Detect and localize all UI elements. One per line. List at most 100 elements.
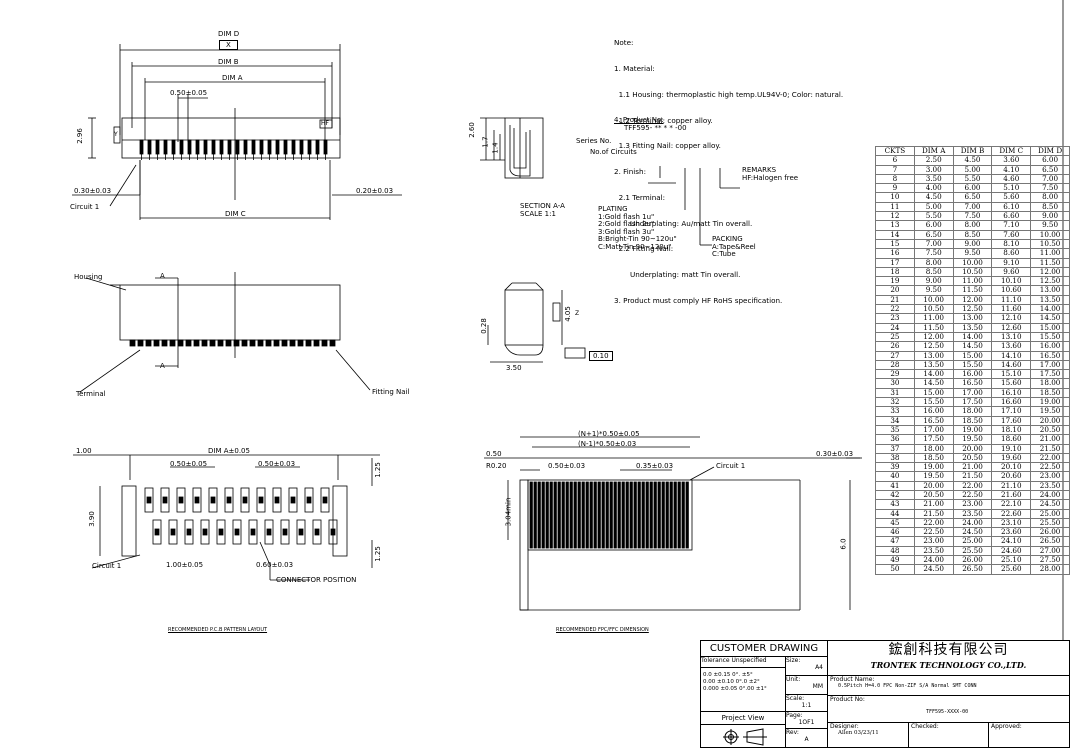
- note-line: 1. Material:: [614, 63, 655, 73]
- terminal-pin: [243, 139, 248, 155]
- approved-cell: Approved:: [988, 722, 1070, 748]
- table-cell: 14.50: [913, 378, 954, 389]
- pcb-caption: RECOMMENDED P.C.B PATTERN LAYOUT: [168, 627, 268, 633]
- terminal-label: Terminal: [76, 390, 106, 398]
- table-cell: 5.60: [991, 192, 1032, 203]
- plating-line: B:Bright-Tin 90~120u": [598, 235, 677, 244]
- packing-line: A:Tape&Reel: [712, 242, 756, 251]
- terminal-pin: [211, 139, 216, 155]
- side-pin: [329, 339, 336, 347]
- table-cell: 9.50: [913, 285, 954, 296]
- z-box: Z: [575, 310, 580, 317]
- dim-c-label: DIM C: [225, 210, 246, 218]
- table-cell: 11.00: [913, 313, 954, 324]
- hf-mark: HF: [321, 120, 329, 127]
- size-value: A4: [815, 664, 823, 671]
- pcb-pad-dot: [314, 528, 320, 536]
- scale-label: Scale:: [786, 695, 805, 702]
- sec-260-label: 2.60: [467, 122, 476, 138]
- y-box: Y: [114, 131, 118, 138]
- pcb-pad-dot: [218, 528, 224, 536]
- fpc-finger: [641, 481, 645, 549]
- dim-d-label: DIM D: [218, 30, 240, 38]
- table-cell: 13.00: [952, 313, 993, 324]
- table-cell: 23.50: [952, 508, 993, 519]
- plating-block: PLATING 1:Gold flash 1u" 2:Gold flash 2u…: [598, 205, 677, 252]
- fpc-finger: [605, 481, 609, 549]
- customer-drawing-label: CUSTOMER DRAWING: [700, 640, 828, 657]
- size-label: Size:: [786, 657, 801, 664]
- product-no-cell: Product No: TFF595-XXXX-00: [827, 695, 1070, 723]
- product-no-label: Product No:: [830, 696, 865, 703]
- table-cell: 6: [875, 155, 915, 166]
- table-cell: 15.00: [952, 350, 993, 361]
- table-cell: 6.00: [913, 220, 954, 231]
- flat-010-label: 0.10: [589, 351, 613, 361]
- fpc-finger: [653, 481, 657, 549]
- pcb-pad-bottom: [200, 519, 210, 545]
- pcb-pad-dot: [170, 528, 176, 536]
- table-cell: 44: [875, 508, 915, 519]
- table-cell: 19.50: [1030, 406, 1070, 417]
- pitch-top-label: 0.50±0.05: [170, 89, 208, 97]
- note-line: 1.2 Terminal: copper alloy.: [614, 115, 713, 125]
- projection-symbol-cell: [700, 724, 786, 748]
- section-title: SECTION A-A: [520, 202, 565, 210]
- terminal-pin: [307, 139, 312, 155]
- table-cell: 7.50: [913, 248, 954, 259]
- side-pin: [265, 339, 272, 347]
- table-cell: 22.60: [991, 508, 1032, 519]
- fpc-030-label: 0.30±0.03: [816, 450, 854, 458]
- side-pin: [201, 339, 208, 347]
- table-cell: 13.60: [991, 341, 1032, 352]
- table-cell: 9.10: [991, 257, 1032, 268]
- pcb-pitch2-label: 0.50±0.03: [258, 460, 296, 468]
- table-cell: 10.00: [952, 257, 993, 268]
- side-pin: [305, 339, 312, 347]
- table-cell: 20.00: [952, 443, 993, 454]
- table-cell: 4.50: [952, 155, 993, 166]
- side-pin: [273, 339, 280, 347]
- circuit1-label: Circuit 1: [70, 203, 100, 211]
- rev-value: A: [804, 736, 809, 743]
- side-405-label: 4.05: [563, 306, 572, 322]
- pcb-pad-dot: [258, 496, 264, 504]
- fpc-finger: [657, 481, 661, 549]
- remarks-title: REMARKS: [742, 166, 777, 174]
- table-cell: 26.50: [1030, 536, 1070, 547]
- pcb-pad-dot: [178, 496, 184, 504]
- unit-cell: Unit: MM: [785, 675, 828, 695]
- table-cell: 21.50: [913, 508, 954, 519]
- side-350-label: 3.50: [506, 364, 522, 372]
- fpc-finger: [665, 481, 669, 549]
- side-pin: [321, 339, 328, 347]
- side-pin: [161, 339, 168, 347]
- terminal-pin: [267, 139, 272, 155]
- pcb-100b-label: 1.00±0.05: [166, 561, 204, 569]
- side-pin: [193, 339, 200, 347]
- fpc-finger: [537, 481, 541, 549]
- side-pin: [177, 339, 184, 347]
- terminal-pin: [259, 139, 264, 155]
- note-line: 2. Finish:: [614, 167, 647, 177]
- table-cell: 25.60: [991, 564, 1032, 575]
- table-cell: 18.50: [952, 415, 993, 426]
- terminal-pin: [283, 139, 288, 155]
- table-cell: 3.00: [913, 164, 954, 175]
- table-cell: 5.00: [952, 164, 993, 175]
- table-cell: 2.50: [913, 155, 954, 166]
- pcb-060-label: 0.60±0.03: [256, 561, 294, 569]
- side-pin: [241, 339, 248, 347]
- table-cell: 16.50: [1030, 350, 1070, 361]
- fpc-304-label: 3.04min: [504, 497, 513, 527]
- fpc-caption: RECOMMENDED FPC/FFC DIMENSION: [556, 627, 649, 633]
- pcb-pad-dot: [242, 496, 248, 504]
